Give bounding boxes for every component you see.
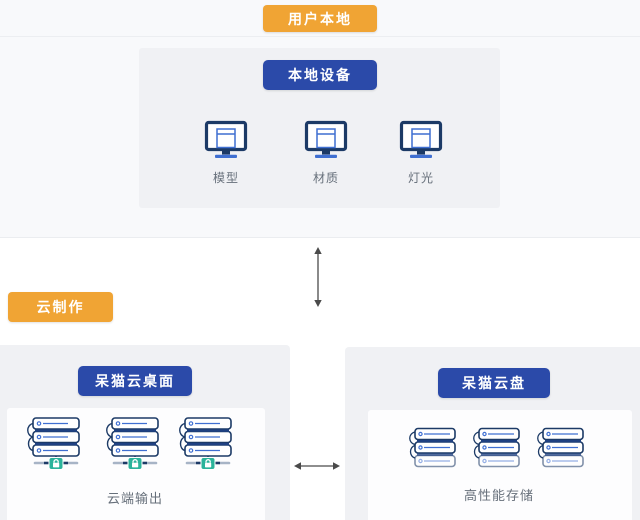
monitor-icon — [399, 120, 443, 158]
user-local-chip: 用户本地 — [263, 5, 377, 32]
cloud-desktop-caption: 云端输出 — [106, 491, 163, 506]
cloud-desktop-chip: 呆猫云桌面 — [78, 366, 192, 396]
cloud-production-chip: 云制作 — [8, 292, 113, 322]
local-item-material: 材质 — [281, 120, 371, 186]
storage-stack-icon — [409, 427, 456, 468]
device-label: 模型 — [212, 171, 239, 185]
server-rack-icon — [106, 417, 159, 470]
cloud-disk-caption: 高性能存储 — [463, 488, 534, 503]
monitor-icon — [204, 120, 248, 158]
vertical-double-arrow-icon — [314, 247, 322, 307]
server-rack-icon — [179, 417, 232, 470]
top-divider-line — [0, 36, 640, 37]
storage-stack-icon — [537, 427, 584, 468]
local-item-model: 模型 — [181, 120, 271, 186]
horizontal-double-arrow-icon — [294, 462, 340, 470]
server-rack-icon — [27, 417, 80, 470]
device-label: 材质 — [312, 171, 339, 185]
cloud-disk-chip: 呆猫云盘 — [438, 368, 550, 398]
local-device-chip: 本地设备 — [263, 60, 377, 90]
storage-stack-icon — [473, 427, 520, 468]
device-label: 灯光 — [407, 171, 434, 185]
monitor-icon — [304, 120, 348, 158]
local-item-light: 灯光 — [376, 120, 466, 186]
